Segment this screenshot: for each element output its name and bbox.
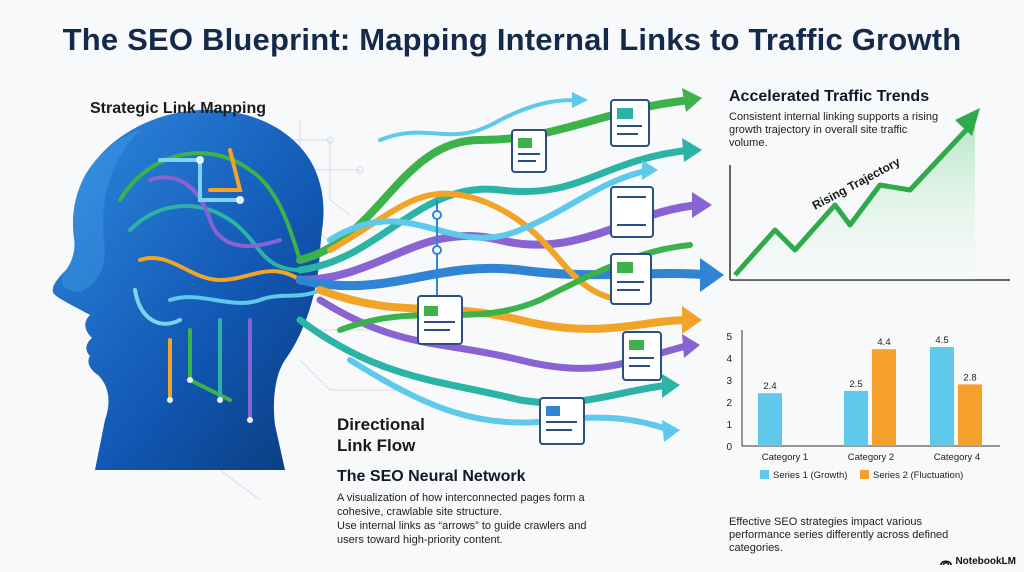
brain-nodes: [167, 156, 253, 423]
performance-description: Effective SEO strategies impact various …: [729, 516, 949, 554]
page-document-icon: [539, 397, 585, 445]
page-document-icon: [610, 253, 652, 305]
page-document-icon: [610, 186, 654, 238]
legend-label: Series 2 (Fluctuation): [873, 470, 963, 481]
page-document-icon: [511, 129, 547, 173]
y-tick-label: 3: [726, 376, 732, 387]
y-tick-label: 4: [726, 354, 732, 365]
bar: [758, 393, 782, 446]
trend-line: [733, 126, 970, 277]
seo-neural-network-description: A visualization of how interconnected pa…: [337, 491, 607, 547]
trend-arrow-head: [955, 108, 980, 136]
bar-data-label: 2.8: [963, 372, 976, 383]
bar: [844, 391, 868, 446]
bar-data-label: 4.5: [935, 335, 948, 346]
y-tick-label: 1: [726, 420, 732, 431]
category-label: Category 4: [934, 452, 980, 463]
trend-area: [735, 120, 975, 280]
category-label: Category 2: [848, 452, 894, 463]
page-documents: [417, 99, 662, 445]
head-highlight: [61, 130, 140, 292]
bar-data-label: 2.5: [849, 379, 862, 390]
page-document-icon: [622, 331, 662, 381]
brand-name: NotebookLM: [955, 556, 1016, 567]
notebooklm-logo-icon: [940, 560, 953, 566]
bar-data-label: 4.4: [877, 337, 890, 348]
traffic-trends-heading: Accelerated Traffic Trends: [729, 88, 930, 105]
bar: [872, 349, 896, 446]
nn-desc-line2: Use internal links as “arrows” to guide …: [337, 520, 587, 546]
category-label: Category 1: [762, 452, 808, 463]
page-document-icon: [610, 99, 650, 147]
bar: [958, 384, 982, 446]
notebooklm-brand: NotebookLM: [940, 556, 1016, 567]
link-connector: [432, 200, 636, 300]
arrow-heads: [572, 88, 724, 442]
bar: [930, 347, 954, 446]
traffic-trends-description: Consistent internal linking supports a r…: [729, 111, 939, 149]
y-tick-label: 2: [726, 398, 732, 409]
page-document-icon: [417, 295, 463, 345]
seo-neural-network-heading: The SEO Neural Network: [337, 468, 526, 485]
legend-label: Series 1 (Growth): [773, 470, 847, 481]
directional-link-flow-text: Directional Link Flow: [337, 415, 425, 455]
legend-swatch: [860, 470, 869, 479]
strategic-link-mapping-label: Strategic Link Mapping: [90, 100, 267, 117]
bar-data-label: 2.4: [763, 381, 776, 392]
brain-circuitry: [118, 148, 322, 422]
y-tick-label: 5: [726, 332, 732, 343]
directional-link-flow-label: Directional Link Flow: [337, 414, 457, 456]
page-title: The SEO Blueprint: Mapping Internal Link…: [62, 22, 962, 57]
y-tick-label: 0: [726, 442, 732, 453]
legend-swatch: [760, 470, 769, 479]
nn-desc-line1: A visualization of how interconnected pa…: [337, 492, 585, 518]
